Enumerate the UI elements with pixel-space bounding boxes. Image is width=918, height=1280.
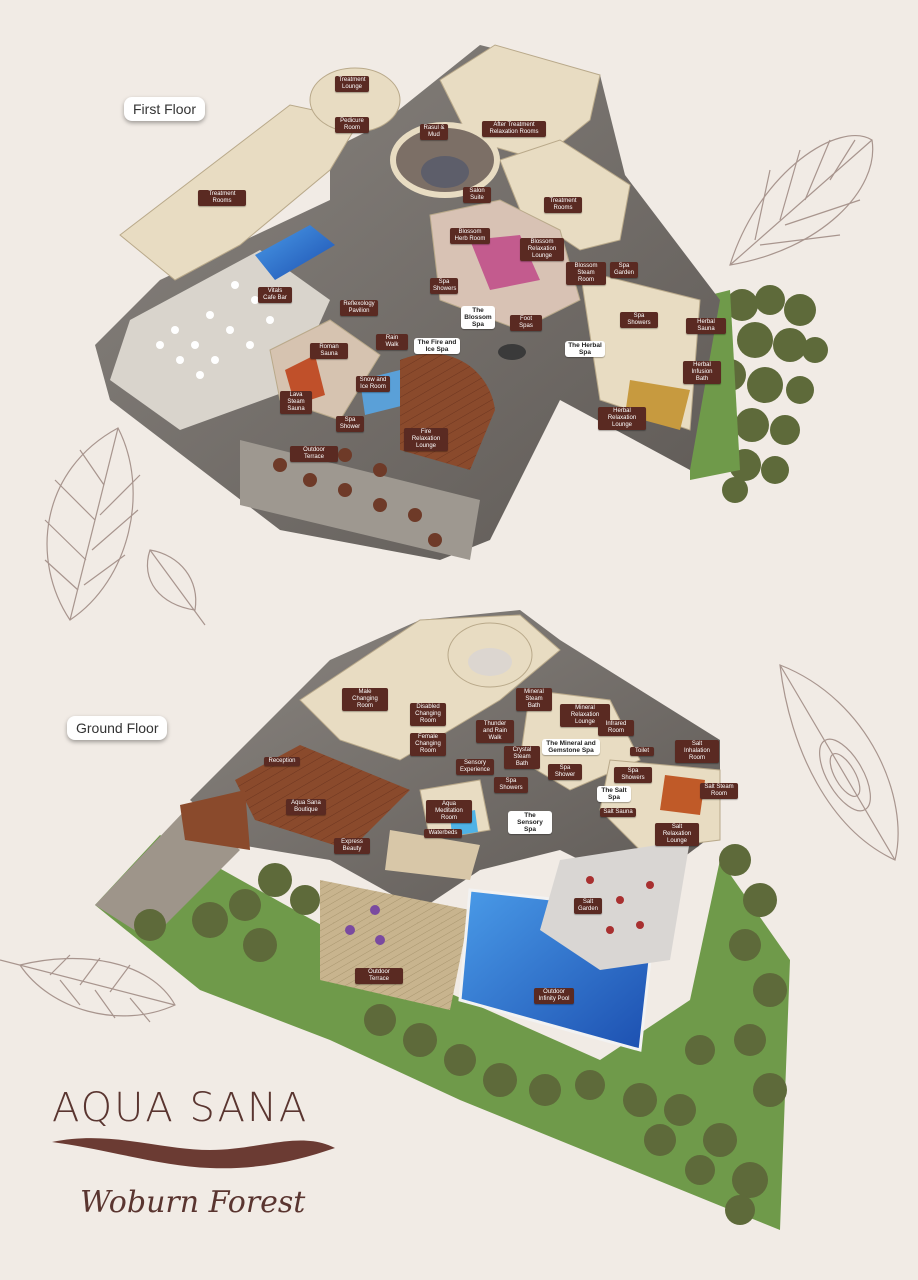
map-label: Pedicure Room bbox=[335, 117, 369, 133]
map-label: The Herbal Spa bbox=[565, 341, 605, 357]
map-label: Herbal Relaxation Lounge bbox=[598, 407, 646, 430]
brand-wave bbox=[52, 1138, 335, 1169]
leaf-decoration-left bbox=[44, 427, 206, 626]
map-label: Toilet bbox=[630, 747, 654, 756]
map-label: Rasul & Mud bbox=[420, 124, 448, 140]
map-label: Outdoor Terrace bbox=[355, 968, 403, 984]
map-label: The Fire and Ice Spa bbox=[414, 338, 460, 354]
first-floor-plan bbox=[95, 44, 828, 560]
map-label: Blossom Steam Room bbox=[566, 262, 606, 285]
map-label: Aqua Meditation Room bbox=[426, 800, 472, 823]
map-label: Salt Steam Room bbox=[700, 783, 738, 799]
map-label: Mineral Steam Bath bbox=[516, 688, 552, 711]
map-label: Spa Showers bbox=[620, 312, 658, 328]
map-label: Salt Relaxation Lounge bbox=[655, 823, 699, 846]
map-label: After Treatment Relaxation Rooms bbox=[482, 121, 546, 137]
leaf-decoration-right bbox=[779, 664, 899, 861]
map-label: Lava Steam Sauna bbox=[280, 391, 312, 414]
map-label: Snow and Ice Room bbox=[356, 376, 390, 392]
map-label: Infrared Room bbox=[598, 720, 634, 736]
map-label: Spa Showers bbox=[614, 767, 652, 783]
map-label: The Blossom Spa bbox=[461, 306, 495, 329]
map-label: Spa Shower bbox=[548, 764, 582, 780]
ground-floor-trees bbox=[134, 844, 787, 1225]
map-label: Herbal Sauna bbox=[686, 318, 726, 334]
map-label: The Sensory Spa bbox=[508, 811, 552, 834]
first-floor-title: First Floor bbox=[124, 97, 205, 121]
leaf-decoration-bottom-left bbox=[0, 954, 176, 1023]
map-label: Blossom Herb Room bbox=[450, 228, 490, 244]
first-floor-trees bbox=[701, 285, 828, 503]
map-label: Foot Spas bbox=[510, 315, 542, 331]
map-label: The Salt Spa bbox=[597, 786, 631, 802]
map-label: Treatment Rooms bbox=[544, 197, 582, 213]
ground-floor-title: Ground Floor bbox=[67, 716, 168, 740]
map-label: Thunder and Rain Walk bbox=[476, 720, 514, 743]
map-label: Reflexology Pavilion bbox=[340, 300, 378, 316]
map-label: Fire Relaxation Lounge bbox=[404, 428, 448, 451]
map-label: Female Changing Room bbox=[410, 733, 446, 756]
map-label: Salt Inhalation Room bbox=[675, 740, 719, 763]
map-label: Spa Shower bbox=[336, 416, 364, 432]
map-label: Outdoor Infinity Pool bbox=[534, 988, 574, 1004]
map-label: Spa Garden bbox=[610, 262, 638, 278]
map-label: Roman Sauna bbox=[310, 343, 348, 359]
map-label: Outdoor Terrace bbox=[290, 446, 338, 462]
map-label: Salon Suite bbox=[463, 187, 491, 203]
map-label: Herbal Infusion Bath bbox=[683, 361, 721, 384]
map-label: Treatment Rooms bbox=[198, 190, 246, 206]
map-label: Crystal Steam Bath bbox=[504, 746, 540, 769]
map-label: Waterbeds bbox=[424, 829, 462, 838]
leaf-decoration-top-right bbox=[729, 135, 874, 266]
map-label: Spa Showers bbox=[494, 777, 528, 793]
map-label: Rain Walk bbox=[376, 334, 408, 350]
map-label: Treatment Lounge bbox=[335, 76, 369, 92]
map-label: Reception bbox=[264, 757, 300, 766]
map-label: Express Beauty bbox=[334, 838, 370, 854]
map-label: Salt Sauna bbox=[600, 808, 636, 817]
map-label: Disabled Changing Room bbox=[410, 703, 446, 726]
map-label: Blossom Relaxation Lounge bbox=[520, 238, 564, 261]
map-label: Aqua Sana Boutique bbox=[286, 799, 326, 815]
map-label: Male Changing Room bbox=[342, 688, 388, 711]
map-label: Sensory Experience bbox=[456, 759, 494, 775]
brand-location: Woburn Forest bbox=[80, 1185, 306, 1220]
map-label: The Mineral and Gemstone Spa bbox=[542, 739, 600, 755]
map-label: Salt Garden bbox=[574, 898, 602, 914]
map-label: Spa Showers bbox=[430, 278, 458, 294]
map-label: Mineral Relaxation Lounge bbox=[560, 704, 610, 727]
map-label: Vitals Cafe Bar bbox=[258, 287, 292, 303]
brand-name: AQUA SANA bbox=[52, 1085, 309, 1131]
